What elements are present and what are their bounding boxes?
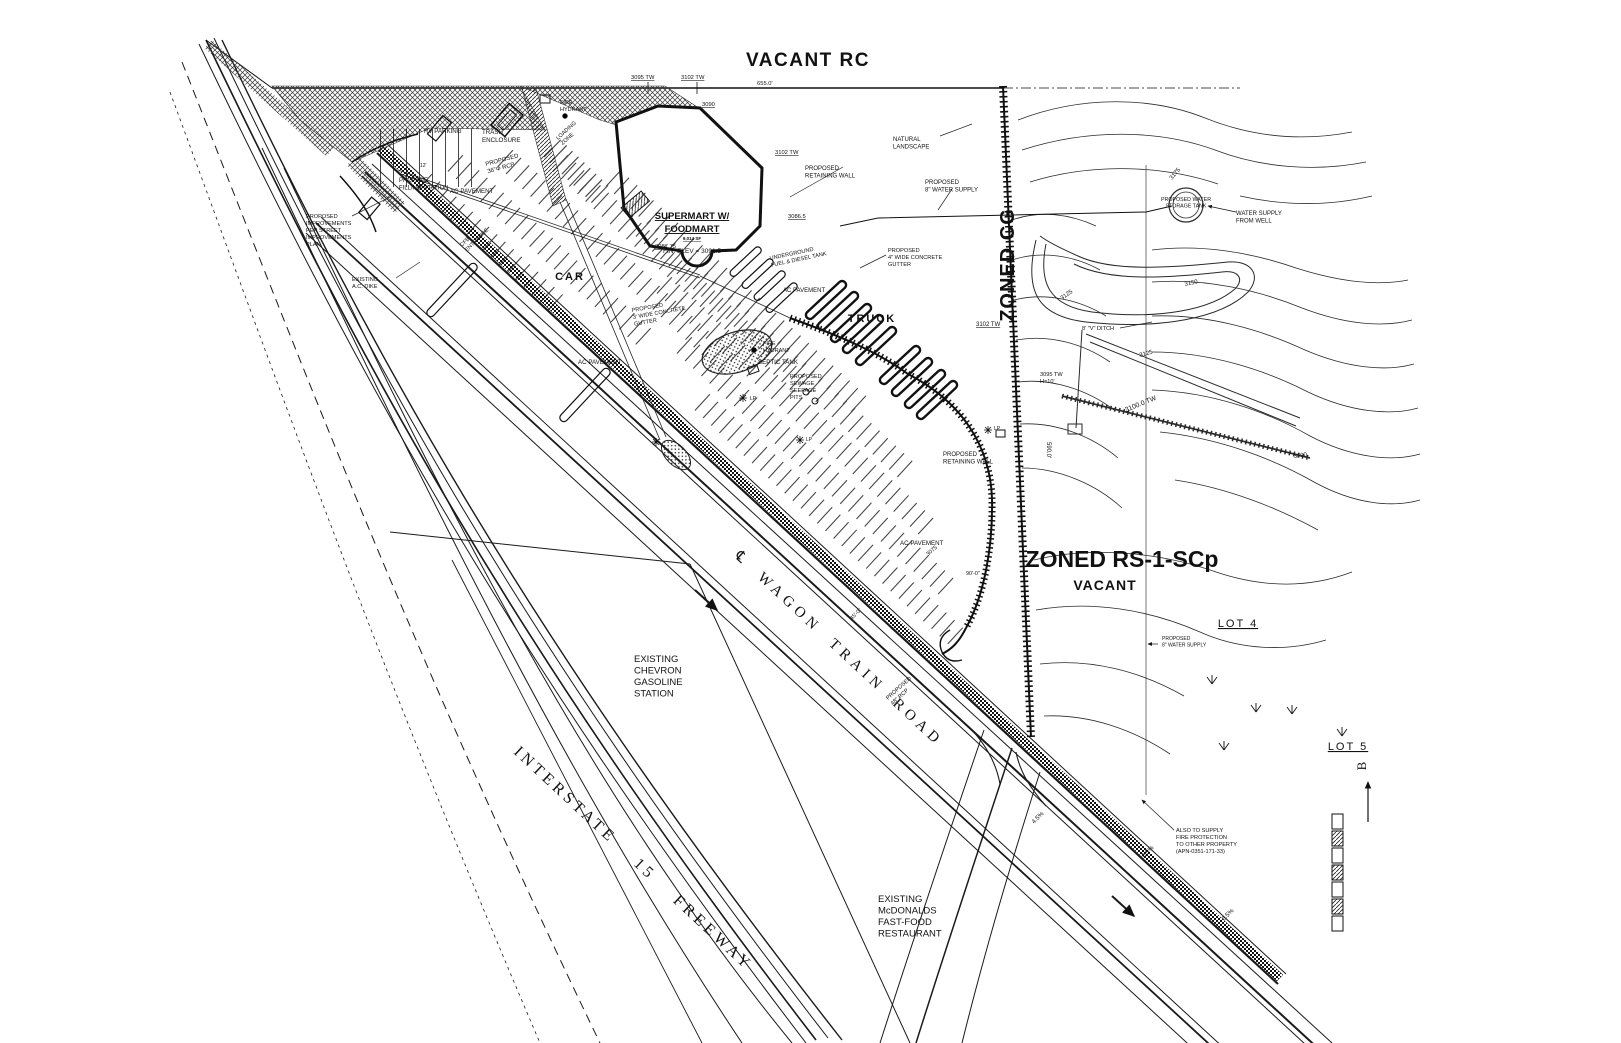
septic-tank-symbol [746,363,760,376]
dim-590: 590.0' [1045,442,1051,458]
tw-3102-building: 3102 TW [775,150,799,156]
elev-3086-5: 3086.5 [788,214,806,220]
traffic-arrow [1111,895,1136,917]
catch-basin-symbol [539,94,551,104]
catch-basin-symbol [995,429,1006,438]
zoned-cg-label: ZONED CG [997,208,1019,322]
loading-zone-label: LOADINGZONE [555,120,582,146]
water-lines [839,204,1237,831]
labels-layer: VACANT RC 3095 TW 3102 TW 655.0' 3090 3102 TW… [306,50,1369,974]
east-retaining-wall [788,314,996,662]
tw-3102-top: 3102 TW [681,75,705,81]
dim-90ft: 90'-0" [966,571,980,577]
ac-pavement-label-4: AC PAVEMENT [900,540,944,547]
truck-label: TRUCK [848,313,897,325]
lp-label-1: LP [750,396,757,402]
dim-12ft: 12' [420,163,427,169]
tw-3100: 3100.0 TW [1124,395,1158,414]
shrub-symbols [1206,675,1348,751]
dim-655: 655.0' [757,81,773,87]
building-name-label: SUPERMART W/FOODMART [655,211,730,235]
zoned-rs-label: ZONED RS-1-SCp [1026,546,1219,572]
trash-enclosure-symbol [490,102,524,138]
fuel-tanks [426,246,798,423]
supermart-building [614,104,764,268]
dim-45ft: 45'-0" [849,607,863,621]
section-b-label: B [1354,761,1369,770]
building-area-label: 9,014 SF [683,236,702,241]
fuel-tank-label: UNDERGROUNDFUEL & DIESEL TANK [769,244,827,269]
elev-3087-75: 3087.75 [655,244,676,250]
lp-label-3: LP [994,426,1001,432]
wagon-train-road [305,143,1333,1043]
vacant-label: VACANT [1073,577,1136,593]
lot-5-label: LOT 5 [1328,741,1368,753]
fire-hydrant-symbol [562,113,568,119]
septic-tank-label: SEPTIC TANK [758,359,799,366]
freeway-label: INTERSTATE 15 FREEWAY [510,743,756,974]
interstate-15-freeway [169,37,843,1043]
lp-label-2: LP [806,437,813,443]
rv-parking-label: RV PARKING [424,128,462,135]
fire-hydrant-symbol [751,347,757,353]
ac-pavement-label-3: AC PAVEMENT [578,359,622,366]
fin-elev-label: FIN. ELEV = 3091.5 [663,248,721,255]
rv-station-symbol [426,114,453,142]
curb-island [559,367,611,423]
parcel-lines [389,531,911,1043]
contour-3125-b: 3125 [1139,350,1154,359]
truck-stalls [804,279,959,421]
ac-pavement-label-1: AC PAVEMENT [450,188,494,195]
tw-3095-top: 3095 TW [631,75,655,81]
contour-3150: 3150 [1184,279,1199,288]
slope-45-a: 4.5% [1030,810,1045,825]
seepage-pit-symbol [811,397,819,405]
landscape-island [701,329,773,375]
elev-3090: 3090 [702,102,715,108]
car-label: CAR [555,271,585,283]
vacant-rc-label: VACANT RC [746,50,870,71]
v-ditch-label: 8' "V" DITCH [1082,326,1114,332]
site-symbols [339,94,1348,751]
traffic-arrow [694,589,719,611]
parking-stalls [380,129,970,651]
rcp-36-label: PROPOSED36"Φ RCP [485,153,522,175]
water-storage-tank [1168,187,1204,223]
contour-3100: 3100 [1293,452,1308,460]
seepage-pit-symbol [802,388,810,396]
tw-3102-wall: 3102 TW [976,322,1001,328]
graphic-scale-bar [1331,813,1344,932]
lot-4-label: LOT 4 [1218,618,1258,630]
topographic-contours [1011,101,1421,755]
propane-tank-symbol [357,196,381,221]
ac-pavement-label-2: AC PAVEMENT [783,288,825,294]
light-pole-symbols [652,394,992,446]
curb-island [426,262,478,318]
